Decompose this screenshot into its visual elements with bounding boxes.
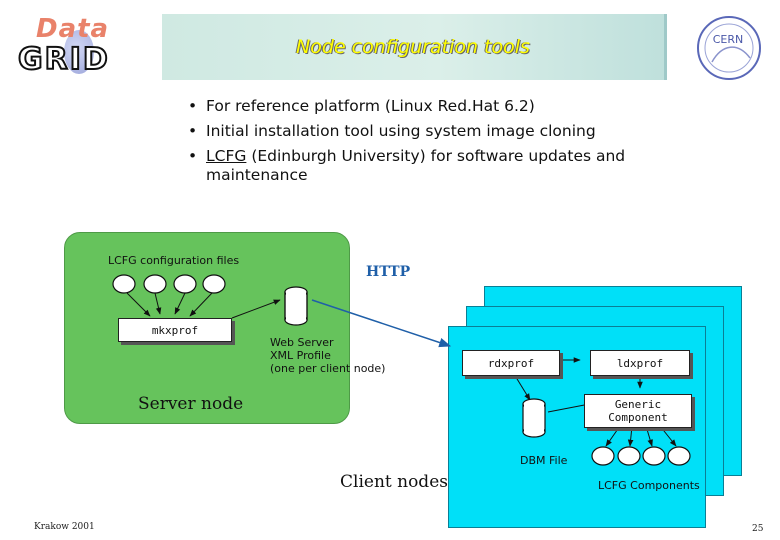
config-file-node bbox=[112, 274, 136, 294]
bullet-item: Initial installation tool using system i… bbox=[186, 122, 656, 141]
server-node-label: Server node bbox=[138, 394, 244, 414]
web-server-db-icon bbox=[284, 286, 308, 326]
rdxprof-to-dbm-arrow bbox=[513, 373, 531, 401]
client-nodes-label: Client nodes bbox=[340, 472, 448, 492]
ldxprof-label: ldxprof bbox=[616, 356, 664, 370]
lcfg-link[interactable]: LCFG bbox=[206, 147, 247, 165]
lcfg-component-node bbox=[667, 446, 691, 466]
cern-logo-icon: CERN bbox=[697, 16, 761, 80]
mkxprof-label: mkxprof bbox=[151, 323, 199, 337]
logo-text-top: Data bbox=[36, 14, 110, 44]
mkxprof-to-webserver-arrow bbox=[231, 299, 281, 319]
lcfg-component-nodes bbox=[591, 446, 691, 466]
cern-logo-text: CERN bbox=[713, 33, 744, 46]
generic-component-line: Generic bbox=[614, 398, 662, 411]
bullet-list: For reference platform (Linux Red.Hat 6.… bbox=[186, 97, 656, 191]
config-file-node bbox=[143, 274, 167, 294]
config-file-node bbox=[173, 274, 197, 294]
lcfg-component-node bbox=[642, 446, 666, 466]
config-to-mkxprof-arrows bbox=[126, 292, 213, 317]
logo-text-bottom: GRID bbox=[17, 41, 110, 78]
config-file-nodes bbox=[112, 274, 226, 294]
footer-location: Krakow 2001 bbox=[34, 522, 95, 532]
generic-to-components-arrows bbox=[605, 425, 677, 447]
rdxprof-label: rdxprof bbox=[487, 356, 535, 370]
bullet-text: (Edinburgh University) for software upda… bbox=[206, 147, 626, 184]
dbm-file-db-icon bbox=[522, 398, 546, 438]
bullet-item: For reference platform (Linux Red.Hat 6.… bbox=[186, 97, 656, 116]
generic-component-box: Generic Component bbox=[584, 394, 692, 428]
generic-component-line: Component bbox=[608, 411, 668, 424]
ldxprof-box: ldxprof bbox=[590, 350, 690, 376]
lcfg-component-node bbox=[591, 446, 615, 466]
mkxprof-box: mkxprof bbox=[118, 318, 232, 342]
lcfg-components-label: LCFG Components bbox=[598, 479, 700, 492]
page-number: 25 bbox=[752, 524, 764, 534]
config-files-label: LCFG configuration files bbox=[108, 254, 240, 267]
http-arrow bbox=[311, 299, 452, 348]
page-title: Node configuration tools bbox=[296, 36, 530, 58]
title-banner: Node configuration tools bbox=[162, 14, 667, 80]
web-server-line: XML Profile bbox=[270, 349, 331, 362]
http-label: HTTP bbox=[366, 264, 411, 280]
config-file-node bbox=[202, 274, 226, 294]
bullet-item: LCFG (Edinburgh University) for software… bbox=[186, 147, 656, 185]
web-server-label: Web Server XML Profile (one per client n… bbox=[270, 336, 385, 375]
globe-icon bbox=[64, 30, 94, 74]
lcfg-component-node bbox=[617, 446, 641, 466]
web-server-line: (one per client node) bbox=[270, 362, 386, 375]
web-server-line: Web Server bbox=[270, 336, 334, 349]
dbm-file-label: DBM File bbox=[520, 454, 568, 467]
rdxprof-box: rdxprof bbox=[462, 350, 560, 376]
datagrid-logo: Data GRID bbox=[14, 14, 140, 78]
